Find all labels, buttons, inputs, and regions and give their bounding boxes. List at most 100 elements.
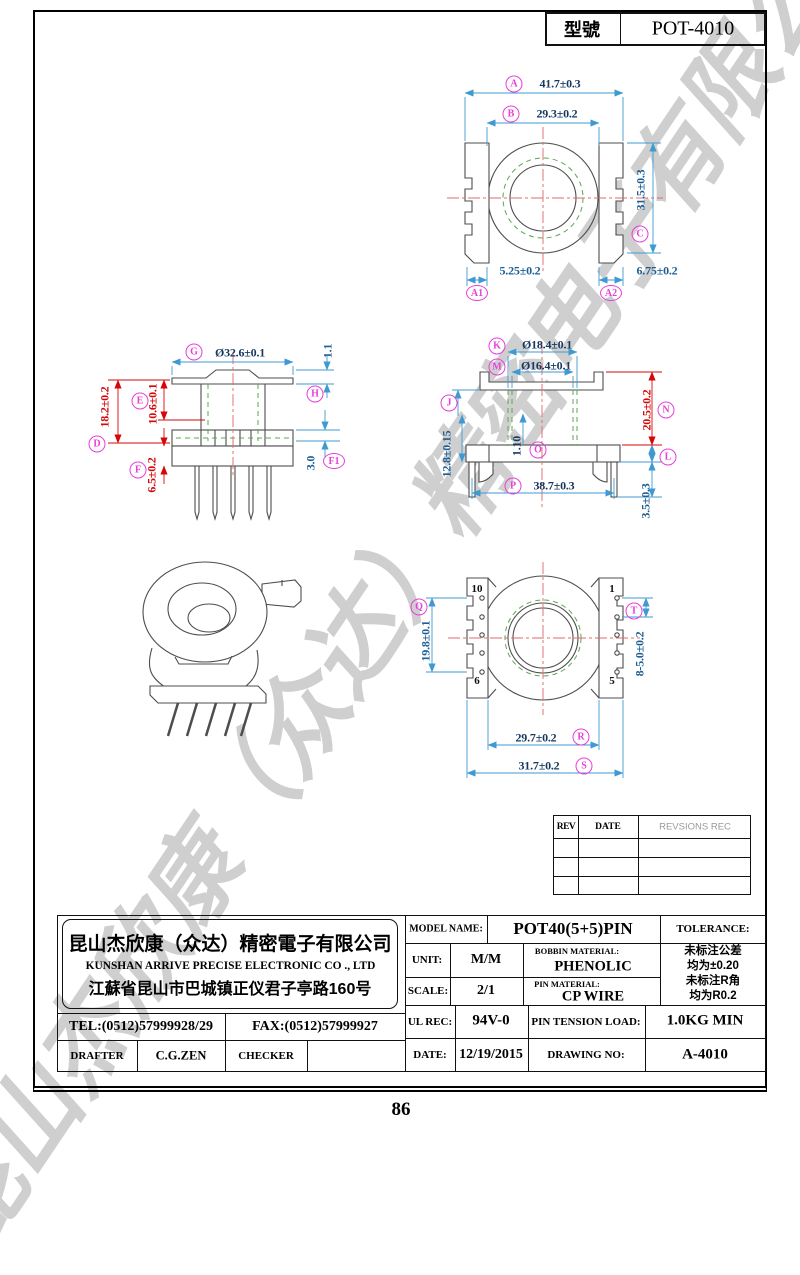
pin-number-5: 5 — [609, 675, 615, 687]
rev-table-hline3 — [553, 876, 751, 877]
dim-n-text: 20.5±0.2 — [639, 389, 654, 431]
dim-r-text: 29.7±0.2 — [515, 730, 557, 745]
side-view-outline — [171, 369, 294, 522]
tolerance-notes: 未标注公差 均为±0.20 未标注R角 均为R0.2 — [660, 943, 766, 1005]
rev-table-hline1 — [553, 838, 751, 839]
bottom-view-dim-lines — [426, 597, 653, 778]
balloon-j: J — [440, 394, 458, 412]
date-label: DATE: — [413, 1049, 447, 1061]
dim-g-text: Ø32.6±0.1 — [214, 345, 266, 360]
company-address: 江蘇省昆山市巴城镇正仪君子亭路160号 — [88, 981, 372, 998]
date-value: 12/19/2015 — [459, 1047, 523, 1062]
balloon-d: D — [88, 435, 106, 453]
balloon-a1: A1 — [466, 285, 488, 301]
unit-label: UNIT: — [411, 954, 443, 966]
balloon-q: Q — [410, 598, 428, 616]
dim-f1-text: 3.0 — [303, 455, 318, 471]
bottom-view-centerlines — [448, 562, 640, 715]
isometric-view — [142, 561, 302, 737]
front-view-dim-lines — [452, 348, 662, 499]
balloon-a: A — [505, 75, 523, 93]
model-name-value: POT40(5+5)PIN — [513, 919, 633, 938]
dim-3_5-text: 3.5±0.3 — [638, 483, 653, 519]
front-view-hidden-lines — [507, 390, 578, 445]
balloon-c: C — [631, 225, 649, 243]
balloon-f1: F1 — [323, 453, 345, 469]
pin-tension-label: PIN TENSION LOAD: — [531, 1016, 641, 1028]
top-view-dim-lines — [464, 89, 661, 286]
tolerance-label: TOLERANCE: — [676, 923, 750, 935]
unit-value: M/M — [470, 952, 502, 967]
pin-material-label: PIN MATERIAL: — [534, 979, 600, 989]
bobbin-material-label: BOBBIN MATERIAL: — [534, 946, 620, 956]
balloon-l: L — [659, 448, 677, 466]
tel-value: TEL:(0512)57999928/29 — [69, 1019, 213, 1034]
side-view-red-dims — [108, 379, 205, 484]
company-name-en: KUNSHAN ARRIVE PRECISE ELECTRONIC CO ., … — [85, 958, 375, 972]
balloon-m: M — [488, 358, 506, 376]
tb-vline-unit — [450, 943, 451, 1005]
tolerance-note-1: 未标注公差 — [684, 945, 742, 957]
dim-d-text: 18.2±0.2 — [97, 386, 112, 428]
tb-hline-drafter — [57, 1040, 405, 1041]
dim-a-text: 41.7±0.3 — [539, 76, 581, 91]
dim-p-text: 38.7±0.3 — [533, 478, 575, 493]
drawing-canvas — [108, 89, 663, 778]
tolerance-note-3: 未标注R角 — [685, 975, 741, 987]
front-view-red-dims — [606, 371, 662, 446]
dim-1_1-text: 1.1 — [320, 343, 335, 359]
tb-hline-tel — [57, 1013, 405, 1014]
pin-material-value: CP WIRE — [561, 988, 625, 1005]
model-no-divider — [620, 12, 621, 46]
balloon-h: H — [306, 385, 324, 403]
dim-q-text: 19.8±0.1 — [418, 620, 433, 662]
company-info-box: 昆山杰欣康（众达）精密電子有限公司 KUNSHAN ARRIVE PRECISE… — [62, 919, 398, 1009]
balloon-f: F — [129, 461, 147, 479]
model-name-label: MODEL NAME: — [409, 923, 483, 935]
balloon-e: E — [131, 392, 149, 410]
tb-vline-model — [487, 915, 488, 943]
balloon-r: R — [572, 728, 590, 746]
tb-hline-r3 — [405, 1005, 766, 1006]
tolerance-note-4: 均为R0.2 — [689, 990, 737, 1002]
dim-s-text: 31.7±0.2 — [518, 758, 560, 773]
checker-label: CHECKER — [238, 1050, 294, 1062]
drafter-label: DRAFTER — [70, 1050, 124, 1062]
dim-e-text: 10.6±0.1 — [145, 383, 160, 425]
company-name-cn: 昆山杰欣康（众达）精密電子有限公司 — [68, 934, 392, 955]
model-no-label: 型號 — [564, 20, 600, 40]
side-view-hidden-lines — [176, 384, 289, 441]
rev-table-vline2 — [638, 815, 639, 895]
tb-hline-r1 — [405, 943, 766, 944]
ul-rec-label: UL REC: — [407, 1016, 453, 1028]
scale-value: 2/1 — [477, 983, 495, 998]
tb-hline-r4 — [405, 1038, 766, 1039]
date-col-header: DATE — [595, 822, 621, 832]
revision-table — [553, 815, 751, 895]
dim-a2-text: 6.75±0.2 — [636, 263, 678, 278]
bobbin-material-value: PHENOLIC — [554, 958, 632, 975]
ul-rec-value: 94V-0 — [472, 1012, 510, 1029]
balloon-b: B — [502, 105, 520, 123]
dim-m-text: Ø16.4±0.1 — [520, 358, 572, 373]
top-view-centerlines — [447, 127, 663, 271]
balloon-g: G — [185, 343, 203, 361]
page-number: 86 — [391, 1099, 411, 1120]
pin-number-6: 6 — [474, 675, 480, 687]
balloon-k: K — [488, 337, 506, 355]
rev-table-hline2 — [553, 857, 751, 858]
dim-b-text: 29.3±0.2 — [536, 106, 578, 121]
balloon-s: S — [575, 757, 593, 775]
balloon-n: N — [657, 401, 675, 419]
drafter-value: C.G.ZEN — [155, 1048, 207, 1063]
drawing-no-label: DRAWING NO: — [547, 1049, 625, 1061]
balloon-o: O — [529, 441, 547, 459]
scale-label: SCALE: — [407, 985, 449, 997]
tb-vline-tol — [660, 915, 661, 1005]
balloon-p: P — [504, 477, 522, 495]
pin-number-10: 10 — [471, 583, 483, 595]
dim-t-text: 8-5.0±0.2 — [632, 631, 647, 677]
dim-f-text: 6.5±0.2 — [144, 457, 159, 493]
tb-vline-main — [405, 915, 406, 1072]
dim-o-text: 1.10 — [509, 435, 524, 457]
